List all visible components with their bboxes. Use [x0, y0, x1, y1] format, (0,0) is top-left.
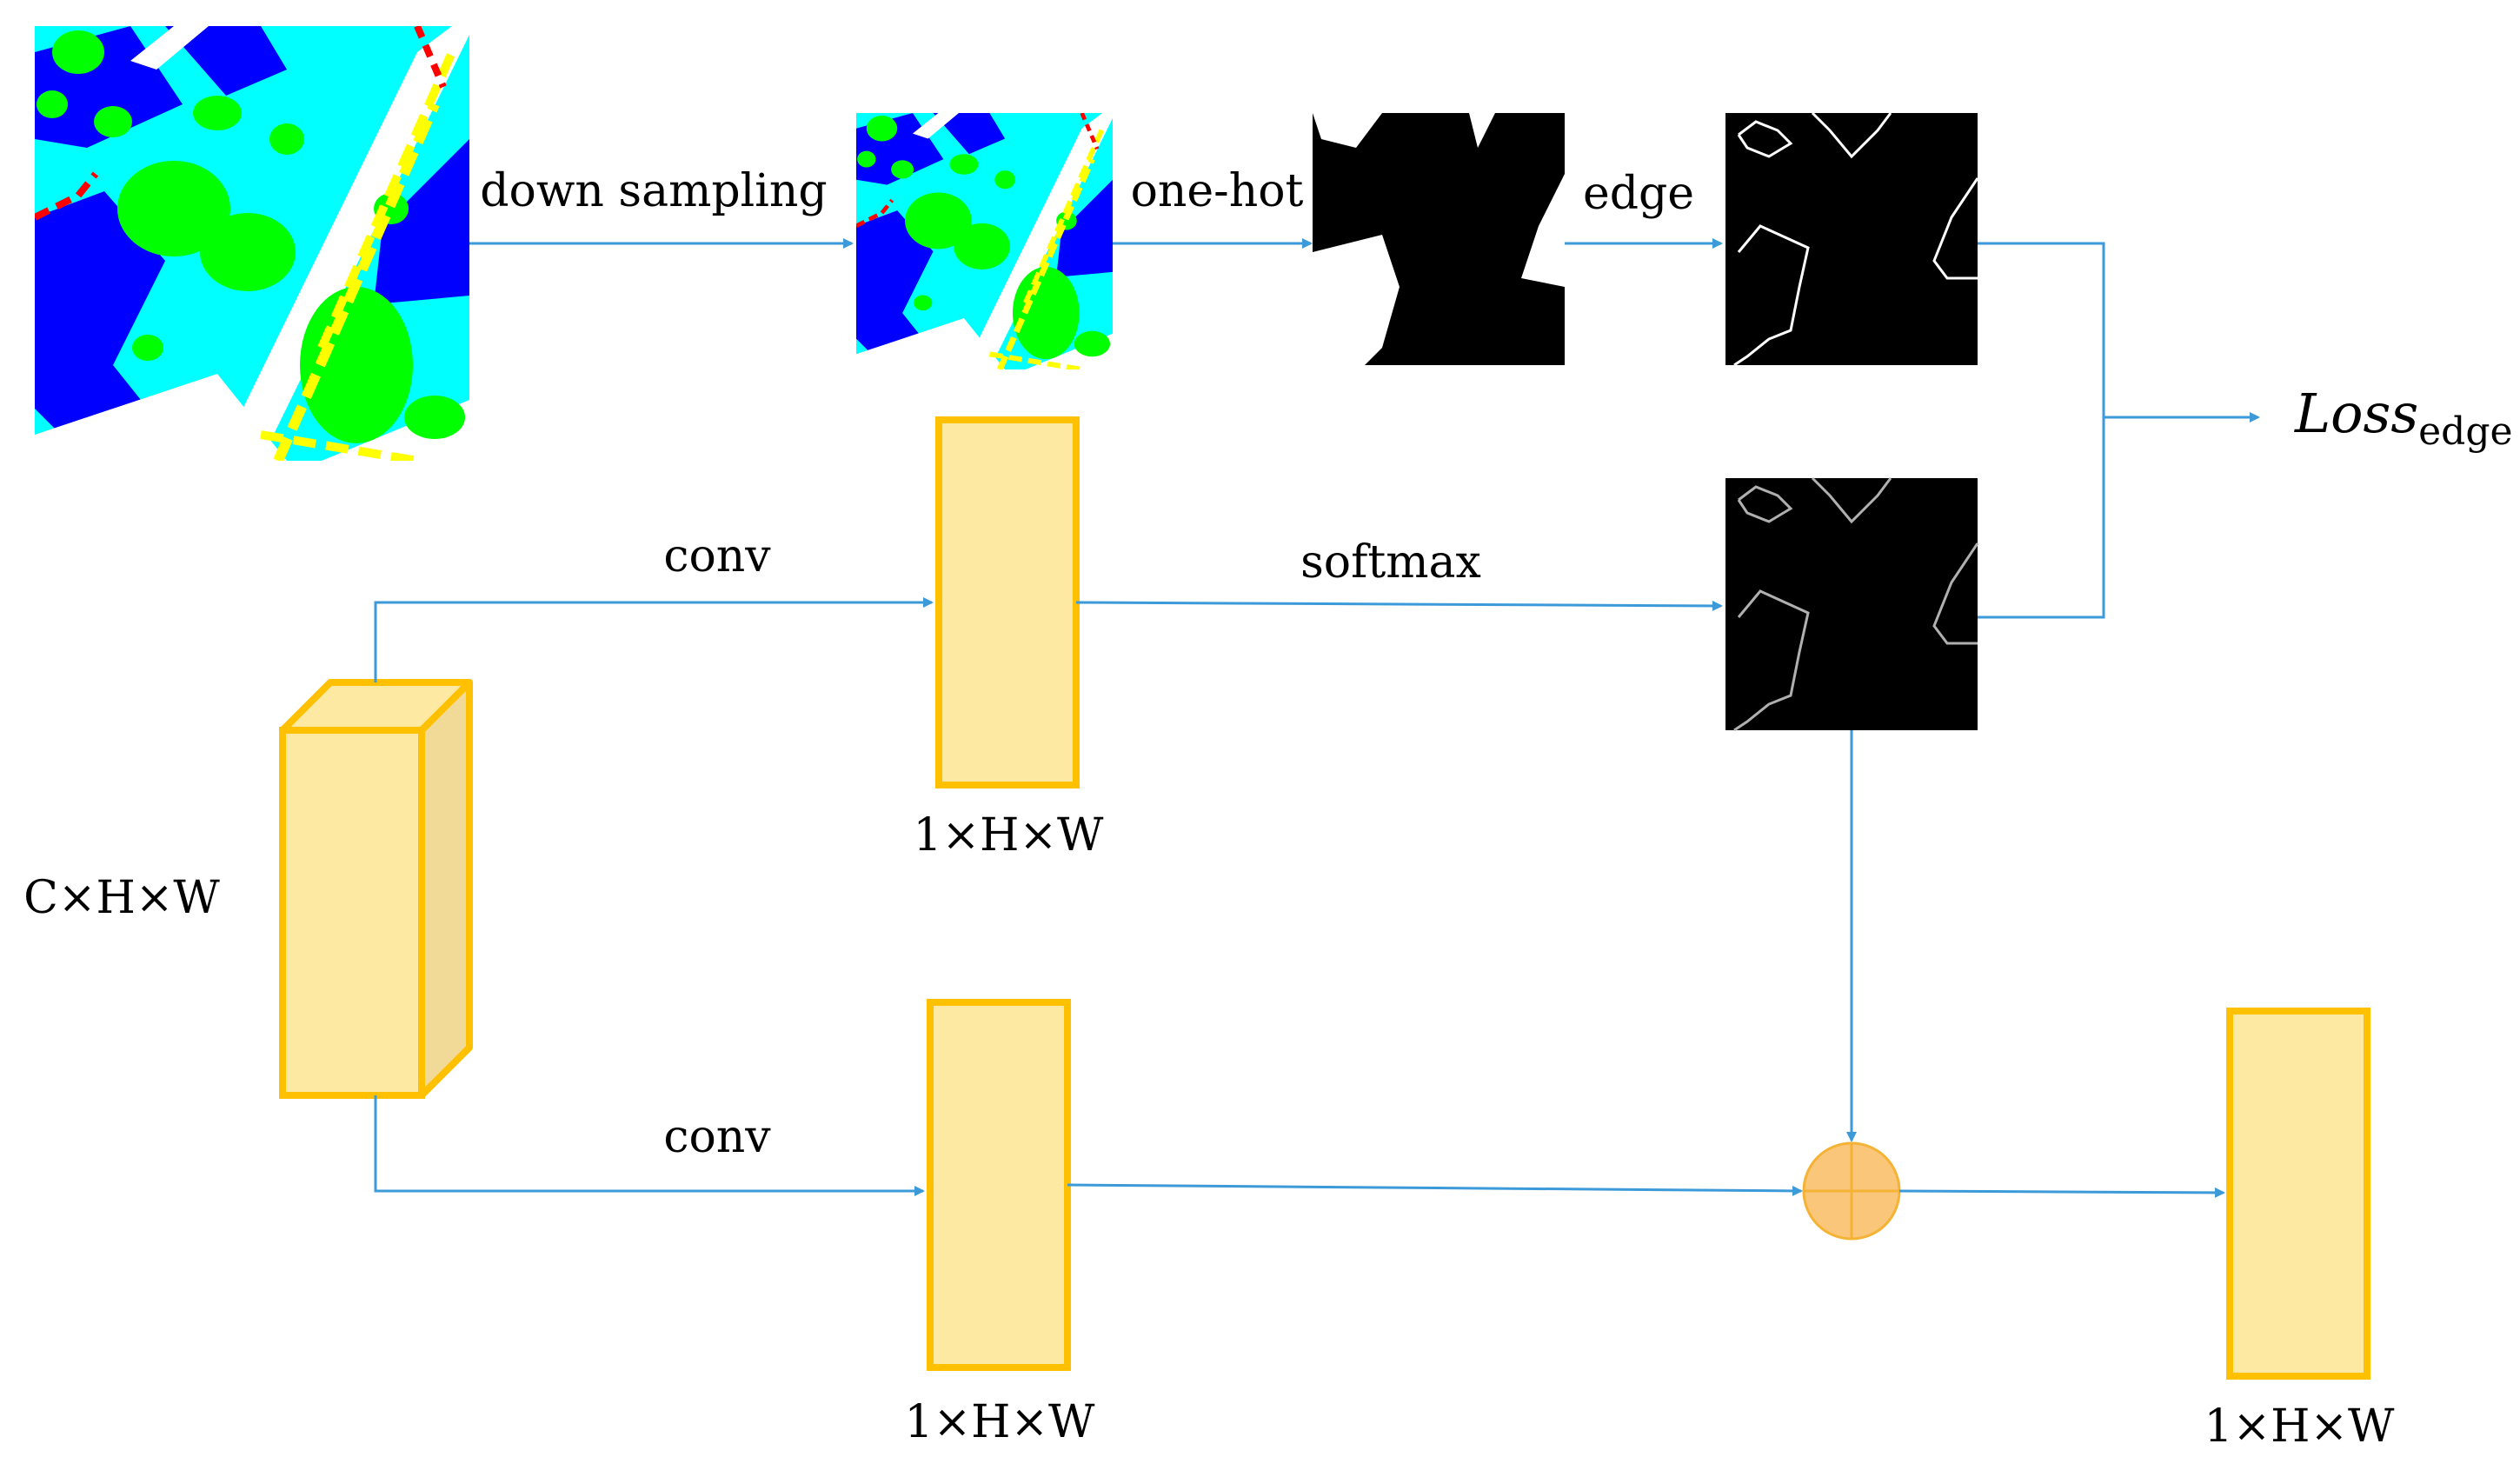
arrow-conv-bottom [374, 1095, 925, 1196]
label-conv-top: conv [663, 530, 771, 582]
label-loss-main: Loss [2294, 382, 2418, 445]
arrow-add-to-output [1898, 1187, 2225, 1198]
arrow-softmax [1075, 600, 1723, 611]
downsampled-label-image [856, 113, 1113, 369]
edge-prediction-image [1725, 476, 1979, 732]
label-dims-bottom: 1×H×W [904, 1396, 1095, 1448]
label-dims-output: 1×H×W [2204, 1400, 2395, 1453]
label-edge: edge [1583, 168, 1694, 220]
input-feature-cube [279, 679, 473, 1099]
arrow-conv-top [374, 597, 934, 682]
connector-gt-to-merge [1978, 242, 2105, 619]
one-hot-mask-image [1313, 113, 1565, 365]
label-softmax: softmax [1300, 536, 1481, 589]
output-feature-box [2226, 1008, 2370, 1380]
element-wise-add-icon [1802, 1141, 1901, 1241]
arrow-bottom-to-add [1067, 1183, 1803, 1196]
label-feature-dims: C×H×W [23, 872, 220, 924]
segmentation-label-image [35, 26, 469, 461]
conv-top-feature-box [935, 416, 1080, 788]
label-loss-edge: Lossedge [2294, 382, 2513, 454]
edge-ground-truth-image [1725, 111, 1979, 367]
label-down-sampling: down sampling [480, 165, 827, 217]
conv-bottom-feature-box [927, 999, 1071, 1371]
label-conv-bottom: conv [663, 1111, 771, 1163]
label-dims-top: 1×H×W [913, 809, 1104, 862]
label-one-hot: one-hot [1131, 165, 1304, 217]
label-loss-sub: edge [2418, 409, 2512, 454]
